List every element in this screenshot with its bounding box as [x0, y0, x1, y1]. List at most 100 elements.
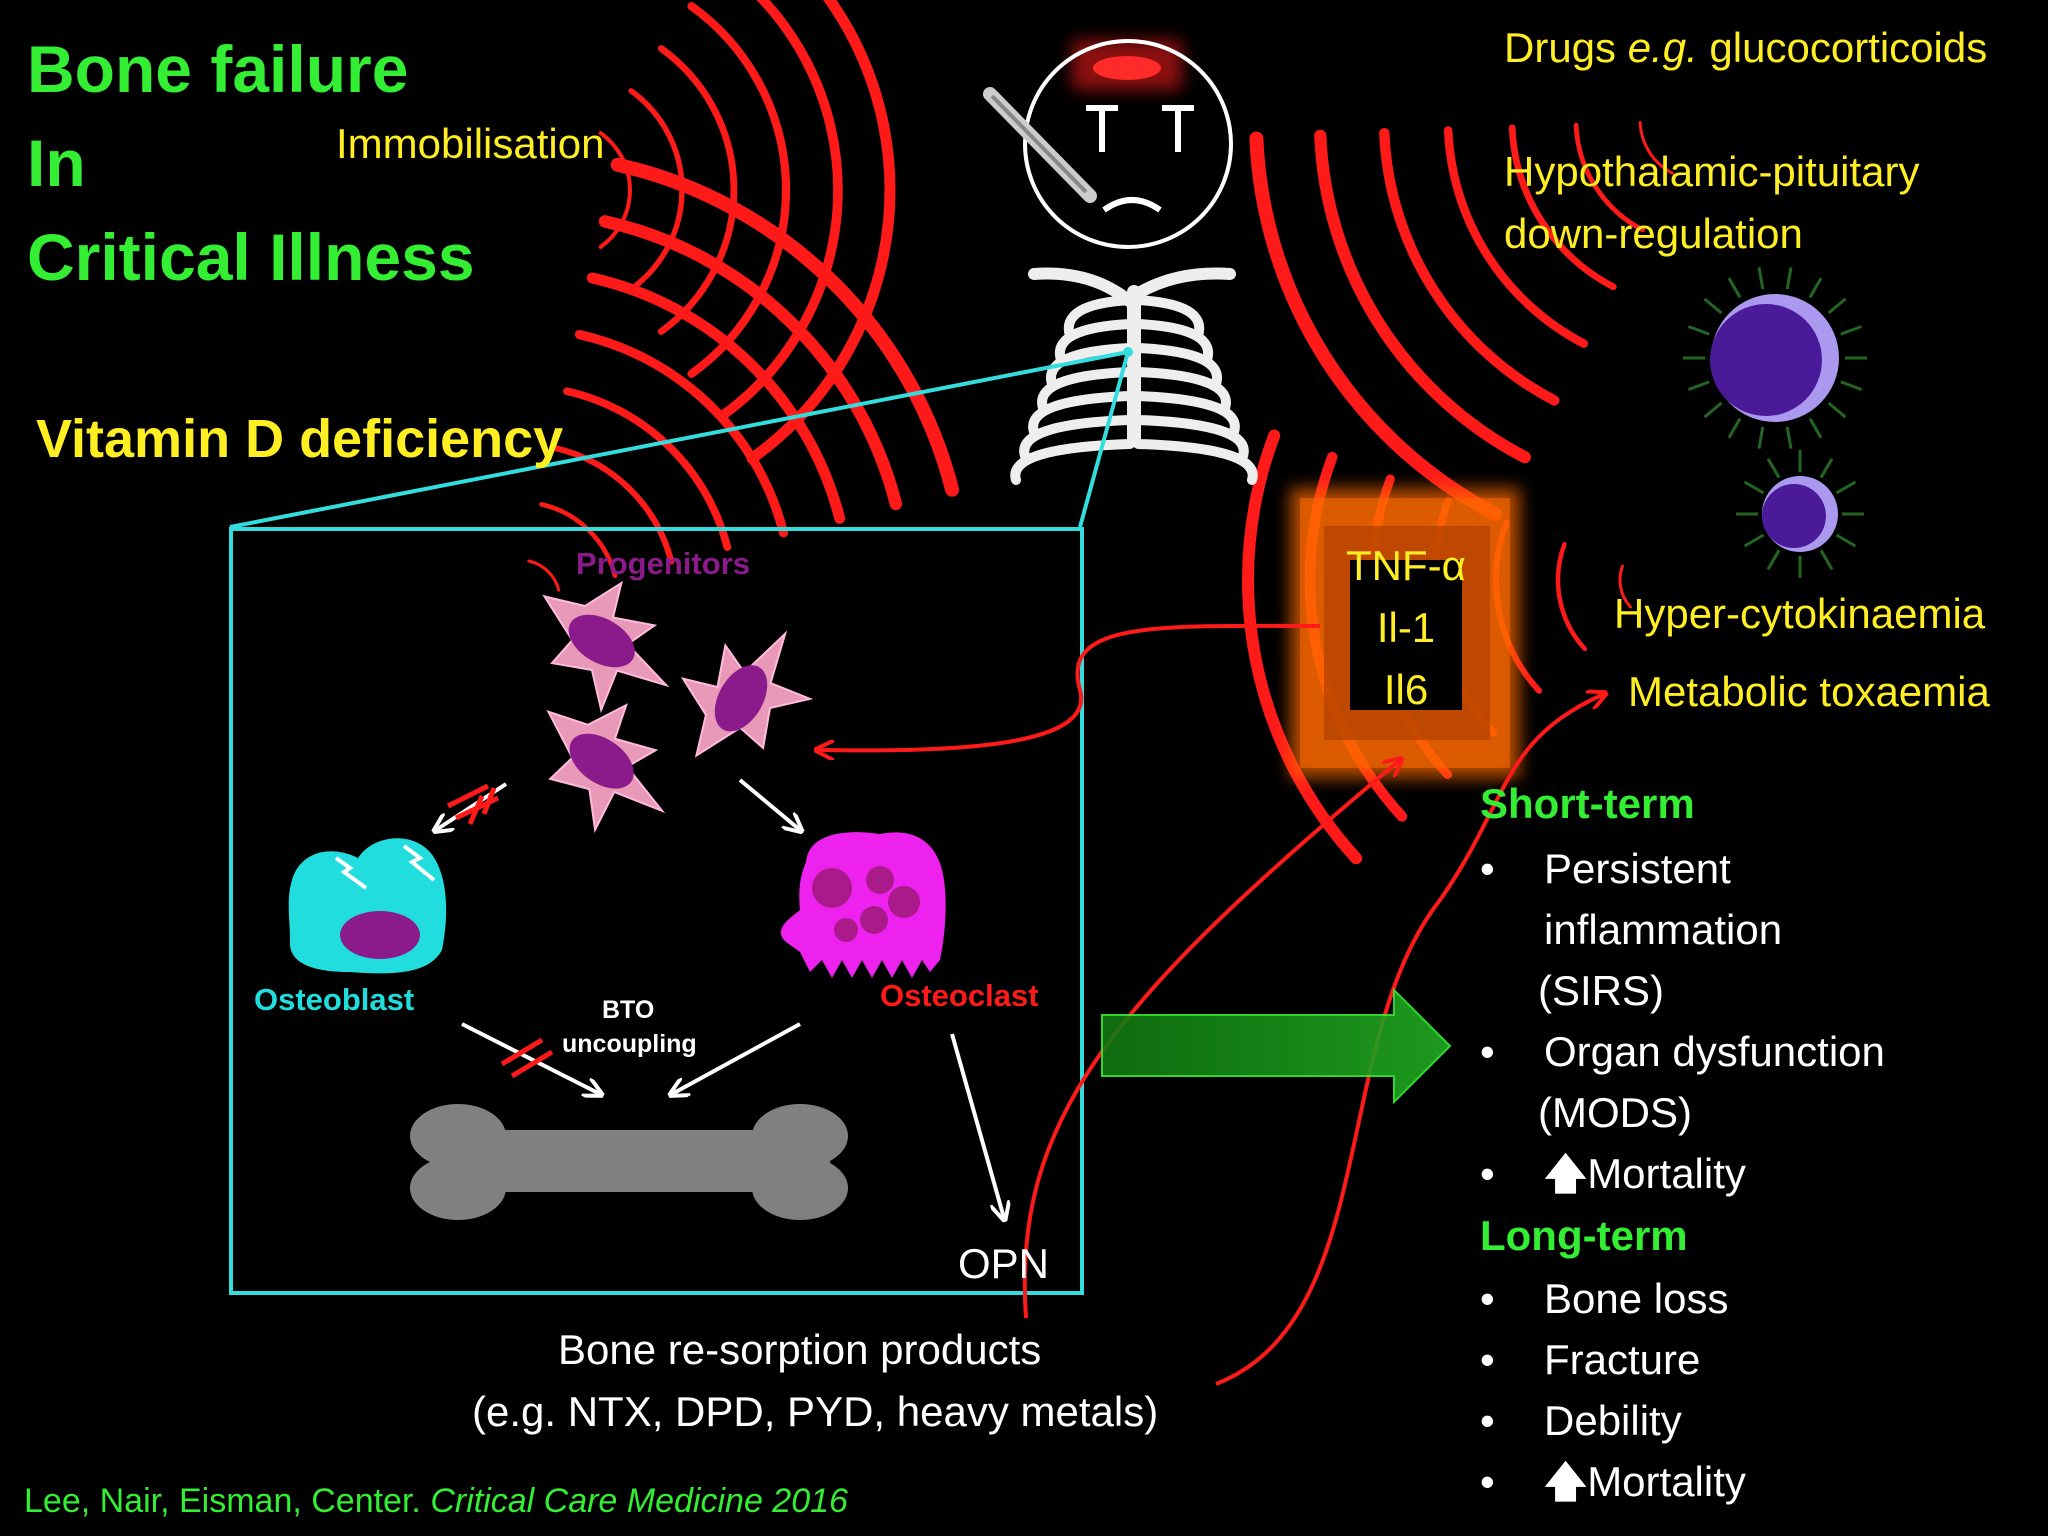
- signal-arc: [1573, 122, 1646, 233]
- osteoclast-to-bone-arrow: [672, 1022, 801, 1094]
- cell-spike: [1840, 380, 1863, 391]
- signal-arc: [1618, 564, 1632, 609]
- title-line-1: Bone failure: [27, 32, 409, 106]
- vitamin-d-label: Vitamin D deficiency: [36, 409, 564, 469]
- inset-frame: [229, 527, 1084, 1295]
- signal-arc: [574, 329, 789, 538]
- metabolic-toxaemia-label: Metabolic toxaemia: [1628, 668, 1990, 715]
- ribcage-icon: [1010, 267, 1258, 485]
- cell-spike: [1703, 297, 1723, 315]
- hypercytokinaemia-label: Hyper-cytokinaemia: [1614, 590, 1986, 637]
- cell-spike: [1703, 401, 1723, 419]
- signal-arc: [687, 2, 791, 378]
- signal-arc: [527, 559, 561, 592]
- list-item: •Persistent: [1480, 838, 1885, 899]
- immobilisation-label: Immobilisation: [336, 120, 605, 167]
- drugs-suffix: glucocorticoids: [1697, 24, 1988, 71]
- cell-spike: [1835, 533, 1857, 548]
- signal-arc: [586, 272, 846, 524]
- bullet: •: [1480, 1150, 1495, 1197]
- red-arrows: [818, 623, 1604, 1386]
- signal-arc: [657, 45, 738, 335]
- bullet: •: [1480, 1397, 1495, 1444]
- list-item: •🡅Mortality: [1480, 1143, 1885, 1204]
- list-item: •Bone loss: [1480, 1268, 1746, 1329]
- rib-left: [1054, 319, 1135, 365]
- rib-left: [1019, 415, 1135, 461]
- osteoblast-cell: [288, 838, 447, 974]
- rib-left: [1010, 439, 1135, 485]
- cell-spike: [1687, 380, 1710, 391]
- bto-label-2: uncoupling: [562, 1030, 697, 1058]
- signal-arc: [598, 215, 903, 511]
- bullet: •: [1480, 1275, 1495, 1322]
- short-term-list: •Persistent inflammation (SIRS) •Organ d…: [1480, 838, 1885, 1204]
- osteoblast-to-bone-arrow: [461, 1022, 600, 1094]
- zoom-lines: [229, 347, 1133, 529]
- hpa-line-2: down-regulation: [1504, 210, 1803, 257]
- list-item-continued: (SIRS): [1538, 967, 1664, 1014]
- progenitor-cell: [546, 703, 666, 834]
- cell-spike: [1819, 457, 1834, 479]
- progenitor-nucleus: [569, 733, 634, 789]
- short-term-heading: Short-term: [1480, 780, 1695, 827]
- signal-arc: [1249, 131, 1503, 521]
- cytokines-to-progenitors-arrow: [818, 623, 1321, 751]
- signal-arc: [551, 444, 675, 565]
- signal-arc: [598, 131, 632, 249]
- progenitor-nucleus: [568, 614, 635, 668]
- arrow-up-icon: 🡅: [1544, 1458, 1588, 1505]
- list-item-continued: inflammation: [1544, 906, 1783, 953]
- bone-icon: [410, 1104, 848, 1220]
- signal-arc: [1638, 121, 1674, 175]
- bullet: •: [1480, 1458, 1495, 1505]
- cell-spike: [1727, 277, 1742, 299]
- rib-left: [1028, 391, 1135, 437]
- cell-spike: [1808, 277, 1823, 299]
- rib-right: [1133, 295, 1205, 341]
- rib-left: [1037, 367, 1135, 413]
- bullet: •: [1480, 1336, 1495, 1383]
- arrow-up-icon: 🡅: [1544, 1150, 1588, 1197]
- rib-right: [1133, 343, 1222, 389]
- progenitor-cell: [680, 630, 814, 758]
- citation-journal: Critical Care Medicine 2016: [430, 1482, 848, 1520]
- progenitor-cells: [542, 580, 814, 834]
- list-item: •Debility: [1480, 1390, 1746, 1451]
- resorption-line-2: (e.g. NTX, DPD, PYD, heavy metals): [472, 1388, 1159, 1435]
- signal-arc: [1379, 127, 1560, 406]
- cell-spike: [1827, 401, 1847, 419]
- resorption-line-1: Bone re-sorption products: [558, 1326, 1042, 1373]
- list-item: •🡅Mortality: [1480, 1451, 1746, 1512]
- cell-spike: [1808, 417, 1823, 439]
- cell-spike: [1757, 267, 1765, 290]
- cell-spike: [1687, 325, 1710, 336]
- rib-right: [1133, 415, 1249, 461]
- cell-spike: [1757, 426, 1765, 449]
- progenitors-label: Progenitors: [576, 546, 750, 581]
- rib-left: [1046, 343, 1135, 389]
- osteoclast-label: Osteoclast: [880, 978, 1039, 1013]
- list-item: •Organ dysfunction: [1480, 1021, 1885, 1082]
- green-arrow-icon: [1101, 987, 1452, 1105]
- osteoclast-cell: [780, 832, 946, 978]
- citation: Lee, Nair, Eisman, Center. Critical Care…: [24, 1482, 848, 1521]
- cell-spike: [1727, 417, 1742, 439]
- rib-right: [1133, 439, 1258, 485]
- cell-spike: [1785, 426, 1793, 449]
- progenitor-nucleus: [714, 665, 768, 732]
- cytokine-il6: Il6: [1383, 666, 1429, 713]
- drugs-eg: e.g.: [1627, 24, 1698, 71]
- cell-spike: [1840, 325, 1863, 336]
- title-line-2: In: [27, 126, 86, 200]
- signal-arc: [1443, 126, 1589, 348]
- opn-to-cytokines-arrow: [1022, 760, 1400, 1319]
- list-item-continued: (MODS): [1538, 1089, 1692, 1136]
- bullet: •: [1480, 1028, 1495, 1075]
- signal-arc: [1314, 129, 1531, 464]
- blocked-marks: [446, 783, 554, 1079]
- cell-spike: [1743, 533, 1765, 548]
- signal-arc: [563, 387, 732, 551]
